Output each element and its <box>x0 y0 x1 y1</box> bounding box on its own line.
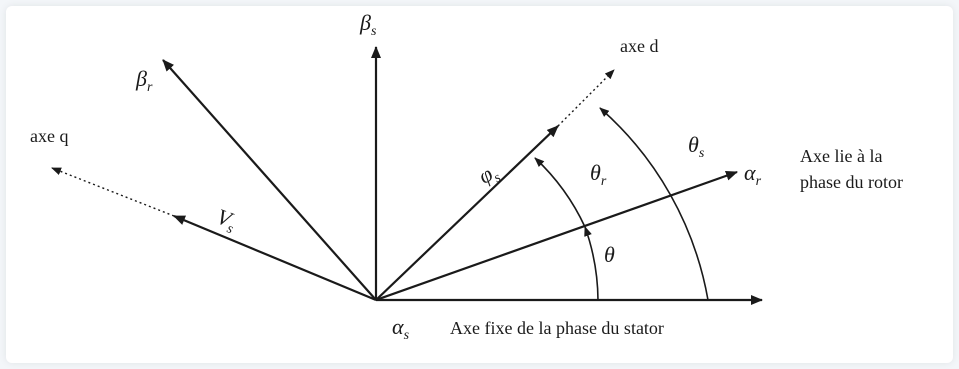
phi-s-vector <box>375 125 559 301</box>
theta-s-label: θs <box>688 132 705 161</box>
theta-arc <box>584 226 599 301</box>
theta-r-arc <box>534 157 586 228</box>
q-axis-dotted <box>51 167 175 217</box>
v-s-label: Vs <box>212 204 240 238</box>
theta-label: θ <box>604 242 615 267</box>
alpha-r-axis <box>375 170 738 302</box>
rotor-axis-label-line2: phase du rotor <box>800 172 903 192</box>
stator-axis-label: Axe fixe de la phase du stator <box>450 318 664 338</box>
theta-s-arc <box>599 107 709 301</box>
phi-s-label: φs <box>474 158 504 192</box>
beta-r-label: βr <box>135 66 153 95</box>
beta-r-axis <box>162 59 377 301</box>
d-axis-dotted <box>557 69 615 127</box>
v-s-vector <box>173 214 377 302</box>
axe-d-label: axe d <box>620 36 658 56</box>
rotor-axis-label-line1: Axe lie à la <box>800 146 882 166</box>
alpha-r-label: αr <box>744 160 762 189</box>
axe-q-label: axe q <box>30 126 68 146</box>
theta-r-label: θr <box>590 160 607 189</box>
alpha-s-label: αs <box>392 314 410 343</box>
beta-s-label: βs <box>359 10 377 39</box>
